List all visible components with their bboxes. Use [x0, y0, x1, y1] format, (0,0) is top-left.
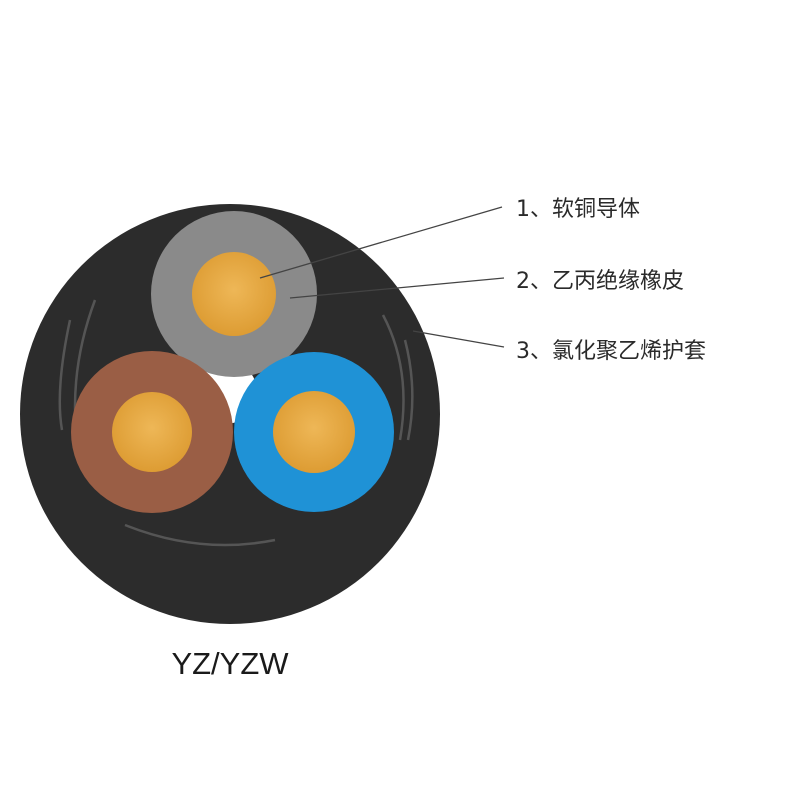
callout-label-1: 1、软铜导体	[516, 197, 640, 222]
leader-lines	[259, 206, 505, 348]
callout-number: 3	[516, 339, 530, 364]
conductor-copper	[112, 392, 192, 472]
core-gray	[151, 211, 317, 377]
conductor-copper	[192, 252, 276, 336]
sheath-streak	[381, 314, 405, 441]
leader-line-2	[289, 277, 505, 299]
sheath-streak	[403, 339, 414, 441]
callout-label-3: 3、氯化聚乙烯护套	[516, 339, 706, 364]
sheath-streak	[124, 523, 276, 547]
callout-separator: 、	[530, 197, 552, 222]
leader-line-3	[412, 330, 505, 348]
leader-line-1	[259, 206, 503, 279]
callout-separator: 、	[530, 269, 552, 294]
callout-separator: 、	[530, 339, 552, 364]
model-label: YZ/YZW	[171, 646, 289, 681]
callout-text: 乙丙绝缘橡皮	[552, 269, 684, 294]
callout-number: 1	[516, 197, 530, 222]
sheath-streak	[58, 319, 72, 431]
core-blue	[234, 352, 394, 512]
callout-text: 软铜导体	[552, 197, 640, 222]
callout-text: 氯化聚乙烯护套	[552, 339, 706, 364]
conductor-copper	[273, 391, 355, 473]
callout-label-2: 2、乙丙绝缘橡皮	[516, 269, 684, 294]
callout-number: 2	[516, 269, 530, 294]
core-brown	[71, 351, 233, 513]
